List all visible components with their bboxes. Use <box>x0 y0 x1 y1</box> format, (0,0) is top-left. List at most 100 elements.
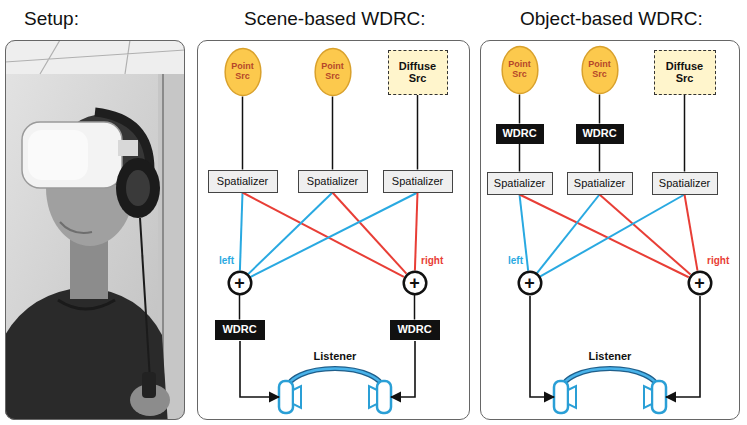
sum-node: + <box>228 271 252 295</box>
node-label: WDRC <box>397 323 431 335</box>
output-arrow <box>530 296 554 397</box>
channel-label: right <box>421 255 443 267</box>
left-speaker <box>568 386 576 408</box>
right-cup <box>652 381 666 413</box>
vr-headset <box>22 122 122 188</box>
sweater-collar <box>58 300 115 309</box>
channel-label: left <box>508 255 523 267</box>
signal-line <box>414 295 416 320</box>
node-label: Spatializer <box>217 175 268 187</box>
channel-line <box>250 193 417 278</box>
spatializer-box: Spatializer <box>487 172 553 195</box>
node-label: Point Src <box>231 62 254 81</box>
node-label: Spatializer <box>392 175 443 187</box>
spatializer-box: Spatializer <box>298 170 368 193</box>
signal-line <box>239 295 241 320</box>
channel-line <box>248 193 332 275</box>
node-label: Point Src <box>321 62 344 81</box>
sum-circle <box>228 271 251 294</box>
panel-heading: Setup: <box>24 8 79 31</box>
signal-line <box>599 144 601 172</box>
sum-node: + <box>403 271 427 295</box>
signal-line <box>519 95 521 124</box>
signal-line <box>417 95 419 170</box>
point-source: Point Src <box>224 47 262 97</box>
node-label: Spatializer <box>307 175 358 187</box>
vr-controller <box>142 372 156 398</box>
wdrc-box: WDRC <box>496 124 544 144</box>
source-ellipse <box>315 48 351 95</box>
vr-front <box>28 130 88 180</box>
spatializer-box: Spatializer <box>208 170 278 193</box>
node-label: WDRC <box>582 127 616 139</box>
listener-label: Listener <box>589 350 632 363</box>
photo-ceiling <box>5 40 185 74</box>
listener-headphones <box>554 369 666 414</box>
panel-heading: Object-based WDRC: <box>520 8 703 31</box>
node-label: Point Src <box>508 60 531 79</box>
sum-circle <box>518 271 541 294</box>
channel-label: right <box>707 255 729 267</box>
source-ellipse <box>502 46 538 93</box>
channel-line <box>243 193 404 277</box>
right-speaker <box>369 386 377 408</box>
output-arrow <box>240 341 279 397</box>
output-arrow <box>666 296 700 397</box>
vr-strap <box>118 140 138 156</box>
wdrc-box: WDRC <box>215 320 265 340</box>
signal-line <box>519 144 521 172</box>
right-speaker <box>644 386 652 408</box>
node-label: Point Src <box>588 60 611 79</box>
point-source: Point Src <box>501 45 539 95</box>
headphone-cup <box>116 158 160 218</box>
diffuse-source: Diffuse Src <box>654 50 716 95</box>
setup-photo <box>5 40 185 420</box>
listener-headphones <box>279 369 391 414</box>
ceiling-lines <box>5 40 185 74</box>
channel-line <box>685 195 698 271</box>
node-label: WDRC <box>222 323 256 335</box>
left-cup <box>279 381 293 413</box>
panel-heading: Scene-based WDRC: <box>244 8 426 31</box>
node-label: + <box>524 274 535 292</box>
sum-circle <box>688 271 711 294</box>
photo-panel: Setup: <box>5 40 185 420</box>
sum-circle <box>403 271 426 294</box>
source-ellipse <box>225 48 261 95</box>
sum-node: + <box>518 271 542 295</box>
spatializer-box: Spatializer <box>652 172 718 195</box>
node-label: WDRC <box>502 127 536 139</box>
channel-line <box>540 195 685 277</box>
channel-line <box>415 193 418 271</box>
wdrc-box: WDRC <box>576 124 624 144</box>
point-source: Point Src <box>314 47 352 97</box>
signal-line <box>684 95 686 172</box>
channel-line <box>520 195 689 278</box>
spatializer-box: Spatializer <box>383 170 453 193</box>
signal-line <box>242 97 244 170</box>
diagram-panel: Object-based WDRC:Point SrcPoint SrcDiff… <box>480 40 740 420</box>
listener-label: Listener <box>314 350 357 363</box>
channel-line <box>240 193 243 271</box>
person-mouth <box>60 222 92 233</box>
spatializer-box: Spatializer <box>567 172 633 195</box>
signal-line <box>599 95 601 124</box>
node-label: Diffuse Src <box>399 60 436 84</box>
node-label: Spatializer <box>494 177 545 189</box>
left-cup <box>554 381 568 413</box>
point-source: Point Src <box>581 45 619 95</box>
right-cup <box>377 381 391 413</box>
output-arrow <box>391 341 415 397</box>
wdrc-box: WDRC <box>390 320 440 340</box>
node-label: Spatializer <box>574 177 625 189</box>
channel-label: left <box>219 255 234 267</box>
node-label: + <box>409 274 420 292</box>
headphone-cable <box>140 218 150 380</box>
diffuse-source: Diffuse Src <box>388 50 448 95</box>
node-label: + <box>234 274 245 292</box>
diagram-panel: Scene-based WDRC:Point SrcPoint SrcDiffu… <box>197 40 470 420</box>
source-ellipse <box>582 46 618 93</box>
